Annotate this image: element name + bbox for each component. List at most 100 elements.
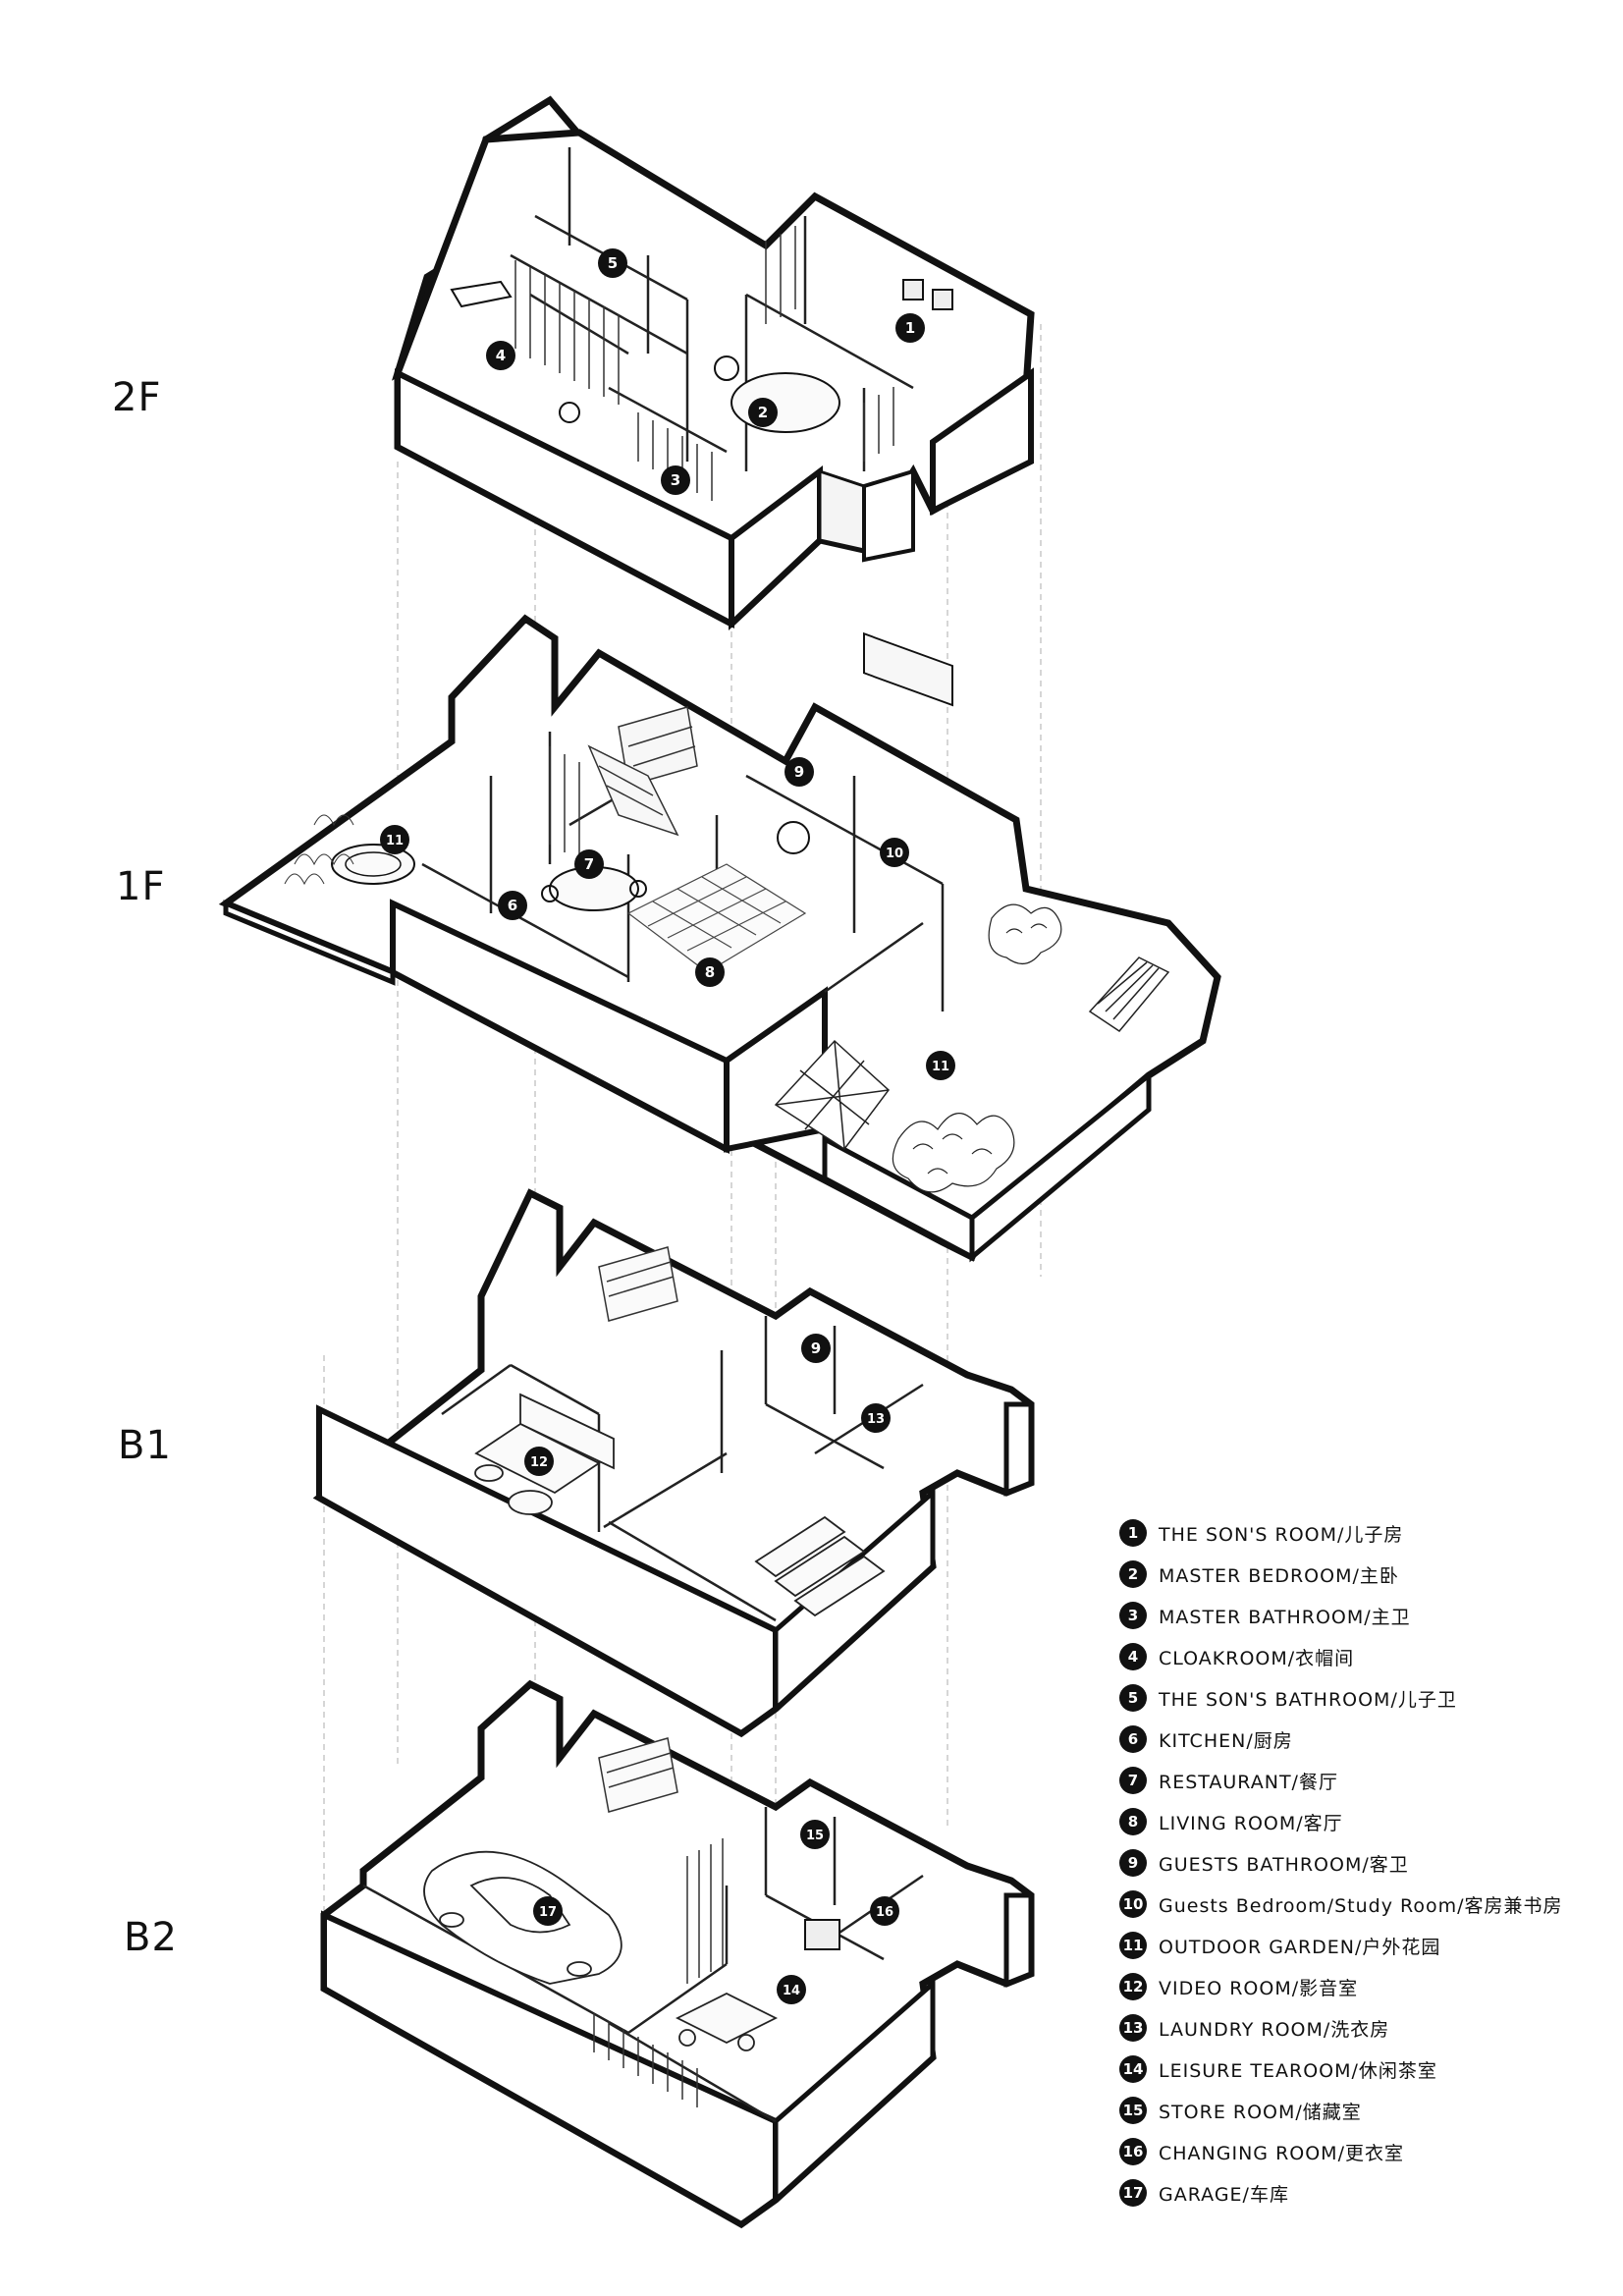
legend-text: Guests Bedroom/Study Room/客房兼书房 (1159, 1894, 1563, 1917)
legend-text: LIVING ROOM/客厅 (1159, 1812, 1343, 1834)
legend-number: 17 (1119, 2179, 1147, 2207)
svg-text:17: 17 (539, 1905, 557, 1920)
legend-item: 6 KITCHEN/厨房 (1119, 1719, 1620, 1760)
legend-item: 3 MASTER BATHROOM/主卫 (1119, 1595, 1620, 1636)
floor-label-1f: 1F (116, 864, 166, 909)
svg-text:9: 9 (811, 1339, 821, 1357)
floor-label-2f: 2F (112, 375, 162, 420)
floor-1f-model (218, 614, 1221, 1263)
legend-number: 14 (1119, 2055, 1147, 2083)
floor-b2-front-face (321, 1910, 779, 2228)
floor-2f-room-markers: 1 2 3 4 5 (486, 248, 925, 495)
room-marker-13: 13 (861, 1403, 891, 1433)
svg-text:13: 13 (867, 1412, 885, 1427)
legend-number: 3 (1119, 1602, 1147, 1629)
legend-text: CHANGING ROOM/更衣室 (1159, 2142, 1404, 2164)
legend-item: 13 LAUNDRY ROOM/洗衣房 (1119, 2007, 1620, 2049)
garden-umbrella (774, 1039, 891, 1151)
legend-text: CLOAKROOM/衣帽间 (1159, 1647, 1355, 1669)
room-marker-11-right: 11 (926, 1051, 955, 1080)
floor-1f-room-markers: 6 7 8 9 10 11 11 (380, 757, 955, 1080)
room-marker-12: 12 (524, 1447, 554, 1476)
svg-text:9: 9 (794, 763, 804, 781)
svg-text:4: 4 (496, 347, 506, 364)
legend-number: 6 (1119, 1725, 1147, 1753)
legend-item: 16 CHANGING ROOM/更衣室 (1119, 2131, 1620, 2172)
room-marker-1: 1 (895, 313, 925, 343)
room-marker-6: 6 (498, 891, 527, 920)
legend-text: MASTER BEDROOM/主卧 (1159, 1564, 1399, 1587)
room-marker-14: 14 (777, 1975, 806, 2004)
room-marker-9-b1: 9 (801, 1334, 831, 1363)
floor-b2-model (320, 1679, 1035, 2229)
room-marker-11-left: 11 (380, 825, 409, 854)
room-marker-7: 7 (574, 849, 604, 879)
svg-text:2: 2 (758, 404, 768, 421)
legend-item: 4 CLOAKROOM/衣帽间 (1119, 1636, 1620, 1677)
svg-text:11: 11 (386, 834, 404, 848)
legend-text: KITCHEN/厨房 (1159, 1729, 1293, 1752)
svg-text:12: 12 (530, 1455, 548, 1470)
legend-text: GUESTS BATHROOM/客卫 (1159, 1853, 1409, 1876)
room-legend: 1 THE SON'S ROOM/儿子房 2 MASTER BEDROOM/主卧 3… (1119, 1512, 1620, 2214)
legend-text: THE SON'S ROOM/儿子房 (1159, 1523, 1404, 1546)
legend-item: 10 Guests Bedroom/Study Room/客房兼书房 (1119, 1884, 1620, 1925)
floor-b1-room-markers: 9 12 13 (524, 1334, 891, 1476)
room-marker-8: 8 (695, 957, 725, 987)
room-marker-17: 17 (533, 1896, 563, 1926)
floor-label-b1: B1 (118, 1423, 172, 1468)
legend-item: 1 THE SON'S ROOM/儿子房 (1119, 1512, 1620, 1554)
room-marker-2: 2 (748, 398, 778, 427)
svg-text:5: 5 (608, 254, 618, 272)
floor-label-b2: B2 (124, 1915, 178, 1960)
room-marker-15: 15 (800, 1820, 830, 1849)
legend-number: 9 (1119, 1849, 1147, 1877)
legend-text: VIDEO ROOM/影音室 (1159, 1977, 1359, 1999)
legend-item: 2 MASTER BEDROOM/主卧 (1119, 1554, 1620, 1595)
room-marker-10: 10 (880, 838, 909, 867)
legend-number: 13 (1119, 2014, 1147, 2042)
legend-item: 8 LIVING ROOM/客厅 (1119, 1801, 1620, 1842)
svg-text:14: 14 (783, 1984, 800, 1998)
room-marker-4: 4 (486, 341, 515, 370)
svg-text:1: 1 (905, 319, 915, 337)
legend-item: 15 STORE ROOM/储藏室 (1119, 2090, 1620, 2131)
legend-text: OUTDOOR GARDEN/户外花园 (1159, 1936, 1441, 1958)
legend-number: 1 (1119, 1519, 1147, 1547)
room-marker-3: 3 (661, 465, 690, 495)
legend-number: 11 (1119, 1932, 1147, 1959)
floor-b1-front-face (316, 1404, 779, 1737)
legend-text: STORE ROOM/储藏室 (1159, 2101, 1362, 2123)
legend-text: LEISURE TEAROOM/休闲茶室 (1159, 2059, 1437, 2082)
legend-number: 10 (1119, 1890, 1147, 1918)
legend-item: 14 LEISURE TEAROOM/休闲茶室 (1119, 2049, 1620, 2090)
room-marker-16: 16 (870, 1896, 899, 1926)
svg-text:7: 7 (584, 855, 594, 873)
legend-number: 15 (1119, 2097, 1147, 2124)
legend-number: 2 (1119, 1560, 1147, 1588)
legend-number: 16 (1119, 2138, 1147, 2165)
garden-shrubs (892, 903, 1062, 1193)
room-marker-9: 9 (784, 757, 814, 787)
legend-item: 11 OUTDOOR GARDEN/户外花园 (1119, 1925, 1620, 1966)
floor-b2-room-markers: 14 15 16 17 (533, 1820, 899, 2004)
legend-number: 8 (1119, 1808, 1147, 1835)
room-marker-5: 5 (598, 248, 627, 278)
svg-text:15: 15 (806, 1829, 824, 1843)
legend-number: 5 (1119, 1684, 1147, 1712)
legend-text: LAUNDRY ROOM/洗衣房 (1159, 2018, 1390, 2041)
legend-text: MASTER BATHROOM/主卫 (1159, 1606, 1411, 1628)
legend-text: GARAGE/车库 (1159, 2183, 1289, 2206)
legend-item: 12 VIDEO ROOM/影音室 (1119, 1966, 1620, 2007)
svg-text:16: 16 (876, 1905, 893, 1920)
floor-b1-model (312, 1188, 1035, 1738)
svg-text:8: 8 (705, 963, 715, 981)
svg-text:3: 3 (671, 471, 680, 489)
legend-number: 7 (1119, 1767, 1147, 1794)
legend-text: THE SON'S BATHROOM/儿子卫 (1159, 1688, 1457, 1711)
floor-2f-model (391, 95, 1035, 707)
legend-number: 4 (1119, 1643, 1147, 1670)
legend-number: 12 (1119, 1973, 1147, 2000)
